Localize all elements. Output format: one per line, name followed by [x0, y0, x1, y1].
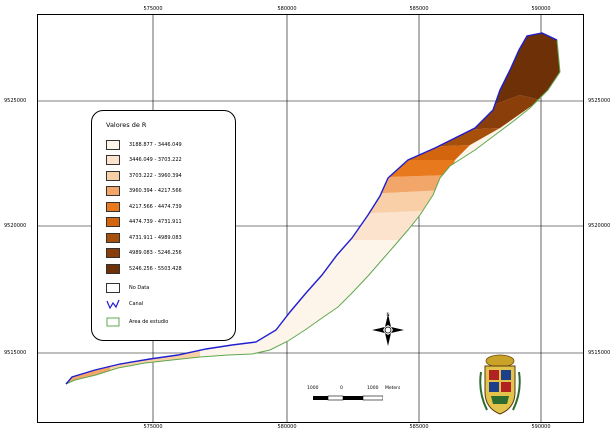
university-seal-icon [479, 354, 521, 415]
legend-label-class-2: 3446.049 - 3703.222 [129, 157, 182, 163]
legend-title: Valores de R [106, 121, 147, 129]
scale-bar: 1000 0 1000 Meters [305, 386, 415, 410]
legend-row-canal: Canal [106, 298, 143, 309]
legend-swatch-class-8 [106, 248, 120, 258]
legend-row-class-8: 4989.083 - 5246.256 [106, 248, 182, 259]
legend-row-class-4: 3960.394 - 4217.566 [106, 186, 182, 197]
graticule [37, 14, 584, 423]
legend-canal-line-icon [106, 299, 120, 309]
legend-label-class-8: 4989.083 - 5246.256 [129, 250, 182, 256]
legend: Valores de R 3188.877 - 3446.049 3446.049… [91, 110, 236, 341]
legend-label-no-data: No Data [129, 284, 150, 291]
legend-row-class-6: 4474.739 - 4731.911 [106, 217, 182, 228]
class-fill-5 [360, 160, 455, 178]
scale-label-left: 1000 [307, 386, 319, 391]
legend-label-class-6: 4474.739 - 4731.911 [129, 219, 182, 225]
legend-swatch-class-5 [106, 201, 120, 212]
class-fill-west-4 [66, 360, 110, 384]
y-tick-right-9520000: 9520000 [588, 223, 611, 229]
legend-row-area: Area de estudio [106, 316, 168, 327]
legend-label-canal: Canal [129, 300, 144, 307]
legend-label-class-3: 3703.222 - 3960.394 [129, 172, 182, 179]
y-tick-left-9520000: 9520000 [4, 223, 27, 229]
legend-swatch-class-2 [106, 155, 120, 165]
legend-area-outline-icon [106, 317, 120, 326]
y-tick-left-9515000: 9515000 [4, 350, 27, 356]
legend-swatch-class-6 [106, 217, 120, 227]
legend-row-no-data: No Data [106, 282, 149, 293]
scale-label-mid: 0 [340, 386, 343, 391]
legend-swatch-class-7 [106, 232, 120, 243]
legend-row-class-3: 3703.222 - 3960.394 [106, 170, 182, 181]
class-fill-west-3 [110, 350, 200, 384]
study-area-outline [65, 39, 561, 385]
legend-swatch-class-3 [106, 170, 120, 181]
legend-swatch-no-data [106, 282, 120, 293]
scale-label-unit: Meters [385, 386, 401, 391]
scale-label-right: 1000 [367, 386, 379, 391]
north-arrow-icon: N [372, 312, 404, 346]
legend-label-class-5: 4217.566 - 4474.739 [129, 203, 182, 210]
legend-row-class-5: 4217.566 - 4474.739 [106, 201, 182, 212]
legend-row-class-1: 3188.877 - 3446.049 [106, 139, 182, 150]
x-tick-top-575000: 575000 [143, 6, 163, 12]
y-tick-right-9515000: 9515000 [588, 350, 611, 356]
x-tick-top-590000: 590000 [531, 6, 551, 12]
x-tick-top-580000: 580000 [277, 6, 297, 12]
legend-row-class-9: 5246.256 - 5503.428 [106, 263, 182, 274]
scale-bar-graphic [313, 395, 383, 401]
legend-swatch-class-9 [106, 263, 120, 274]
x-tick-bottom-585000: 585000 [409, 424, 429, 430]
legend-row-class-7: 4731.911 - 4989.083 [106, 232, 182, 243]
x-tick-bottom-580000: 580000 [277, 424, 297, 430]
legend-label-class-9: 5246.256 - 5503.428 [129, 265, 182, 272]
legend-label-area: Area de estudio [129, 318, 169, 325]
canal-line [65, 32, 558, 385]
class-fill-6 [375, 145, 470, 160]
legend-swatch-class-4 [106, 186, 120, 196]
legend-swatch-class-1 [106, 139, 120, 150]
x-tick-top-585000: 585000 [409, 6, 429, 12]
y-tick-right-9525000: 9525000 [588, 98, 611, 104]
legend-label-class-1: 3188.877 - 3446.049 [129, 141, 182, 148]
north-label: N [387, 312, 390, 317]
class-fill-2 [315, 210, 440, 240]
y-tick-left-9525000: 9525000 [4, 98, 27, 104]
x-tick-bottom-575000: 575000 [143, 424, 163, 430]
legend-label-class-7: 4731.911 - 4989.083 [129, 234, 182, 241]
x-tick-bottom-590000: 590000 [531, 424, 551, 430]
legend-row-class-2: 3446.049 - 3703.222 [106, 155, 182, 166]
legend-label-class-4: 3960.394 - 4217.566 [129, 188, 182, 194]
